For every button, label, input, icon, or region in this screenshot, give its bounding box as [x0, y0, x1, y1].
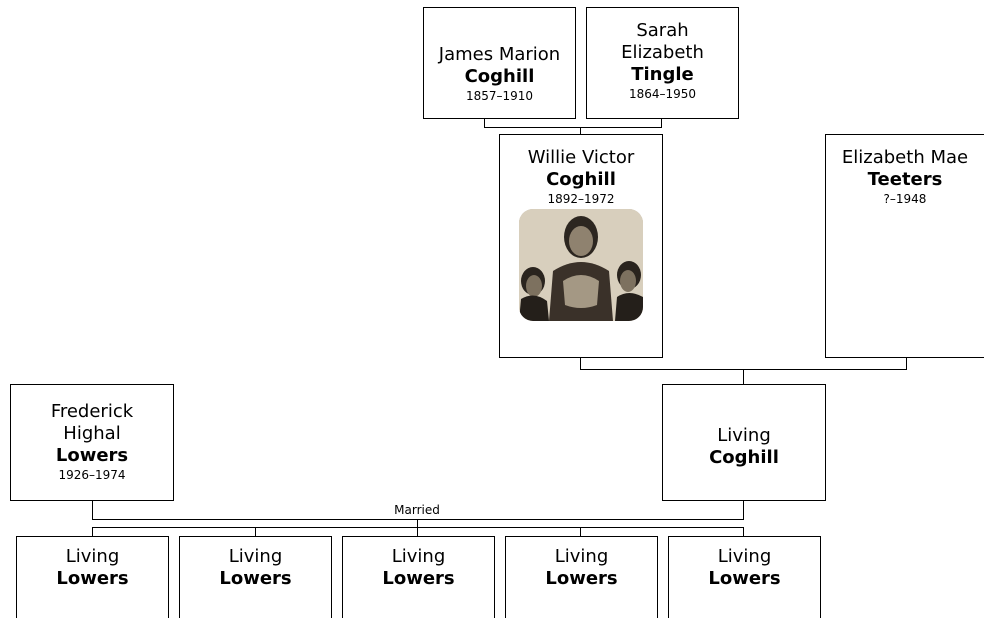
person-dates: 1857–1910 — [465, 89, 534, 103]
person-surname: Coghill — [546, 169, 616, 190]
person-card-living-lowers[interactable]: Living Lowers — [179, 536, 332, 618]
connector-line — [743, 500, 744, 520]
person-given-name: Willie Victor — [527, 147, 635, 168]
person-card-living-coghill[interactable]: Living Coghill — [662, 384, 826, 501]
person-surname: Lowers — [219, 568, 292, 589]
person-dates: 1864–1950 — [628, 87, 697, 101]
person-dates: ?–1948 — [883, 192, 927, 206]
connector-line — [661, 118, 662, 128]
person-surname: Tingle — [631, 64, 694, 85]
connector-line — [417, 519, 418, 528]
person-card-willie-victor-coghill[interactable]: Willie Victor Coghill 1892–1972 — [499, 134, 663, 358]
person-surname: Lowers — [708, 568, 781, 589]
connector-line — [92, 500, 93, 520]
person-card-living-lowers[interactable]: Living Lowers — [505, 536, 658, 618]
connector-line — [580, 527, 581, 537]
person-surname: Coghill — [709, 447, 779, 468]
person-given-name: Living — [717, 546, 772, 567]
person-surname: Lowers — [382, 568, 455, 589]
person-card-living-lowers[interactable]: Living Lowers — [668, 536, 821, 618]
person-given-name: James Marion — [438, 44, 561, 65]
connector-line — [92, 527, 744, 528]
person-given-name: Elizabeth Mae — [841, 147, 969, 168]
person-surname: Lowers — [56, 568, 129, 589]
person-given-name: Living — [391, 546, 446, 567]
person-photo[interactable] — [519, 209, 643, 321]
connector-line — [580, 127, 581, 135]
person-card-frederick-highal-lowers[interactable]: Frederick Highal Lowers 1926–1974 — [10, 384, 174, 501]
portrait-photo — [519, 209, 643, 321]
person-given-name: Living — [228, 546, 283, 567]
connector-line — [255, 527, 256, 537]
connector-line — [484, 118, 485, 128]
person-card-sarah-elizabeth-tingle[interactable]: Sarah Elizabeth Tingle 1864–1950 — [586, 7, 739, 119]
person-dates: 1926–1974 — [58, 468, 126, 482]
person-card-living-lowers[interactable]: Living Lowers — [342, 536, 495, 618]
person-surname: Lowers — [55, 445, 129, 466]
married-label: Married — [381, 503, 453, 517]
connector-line — [484, 127, 662, 128]
person-surname: Lowers — [545, 568, 618, 589]
person-given-name: Sarah Elizabeth — [621, 20, 704, 63]
person-given-name: Living — [554, 546, 609, 567]
connector-line — [417, 527, 418, 537]
connector-line — [906, 357, 907, 370]
person-card-elizabeth-mae-teeters[interactable]: Elizabeth Mae Teeters ?–1948 — [825, 134, 984, 358]
person-given-name: Living — [717, 425, 771, 446]
connector-line — [743, 369, 744, 384]
person-surname: Coghill — [464, 66, 535, 87]
person-card-james-marion-coghill[interactable]: James Marion Coghill 1857–1910 — [423, 7, 576, 119]
connector-line — [92, 527, 93, 537]
person-card-living-lowers[interactable]: Living Lowers — [16, 536, 169, 618]
connector-line — [743, 527, 744, 537]
person-given-name: Living — [65, 546, 120, 567]
person-dates: 1892–1972 — [547, 192, 615, 206]
connector-line — [580, 357, 581, 370]
person-given-name: Frederick Highal — [50, 401, 134, 444]
person-surname: Teeters — [867, 169, 943, 190]
marriage-line — [92, 519, 744, 520]
